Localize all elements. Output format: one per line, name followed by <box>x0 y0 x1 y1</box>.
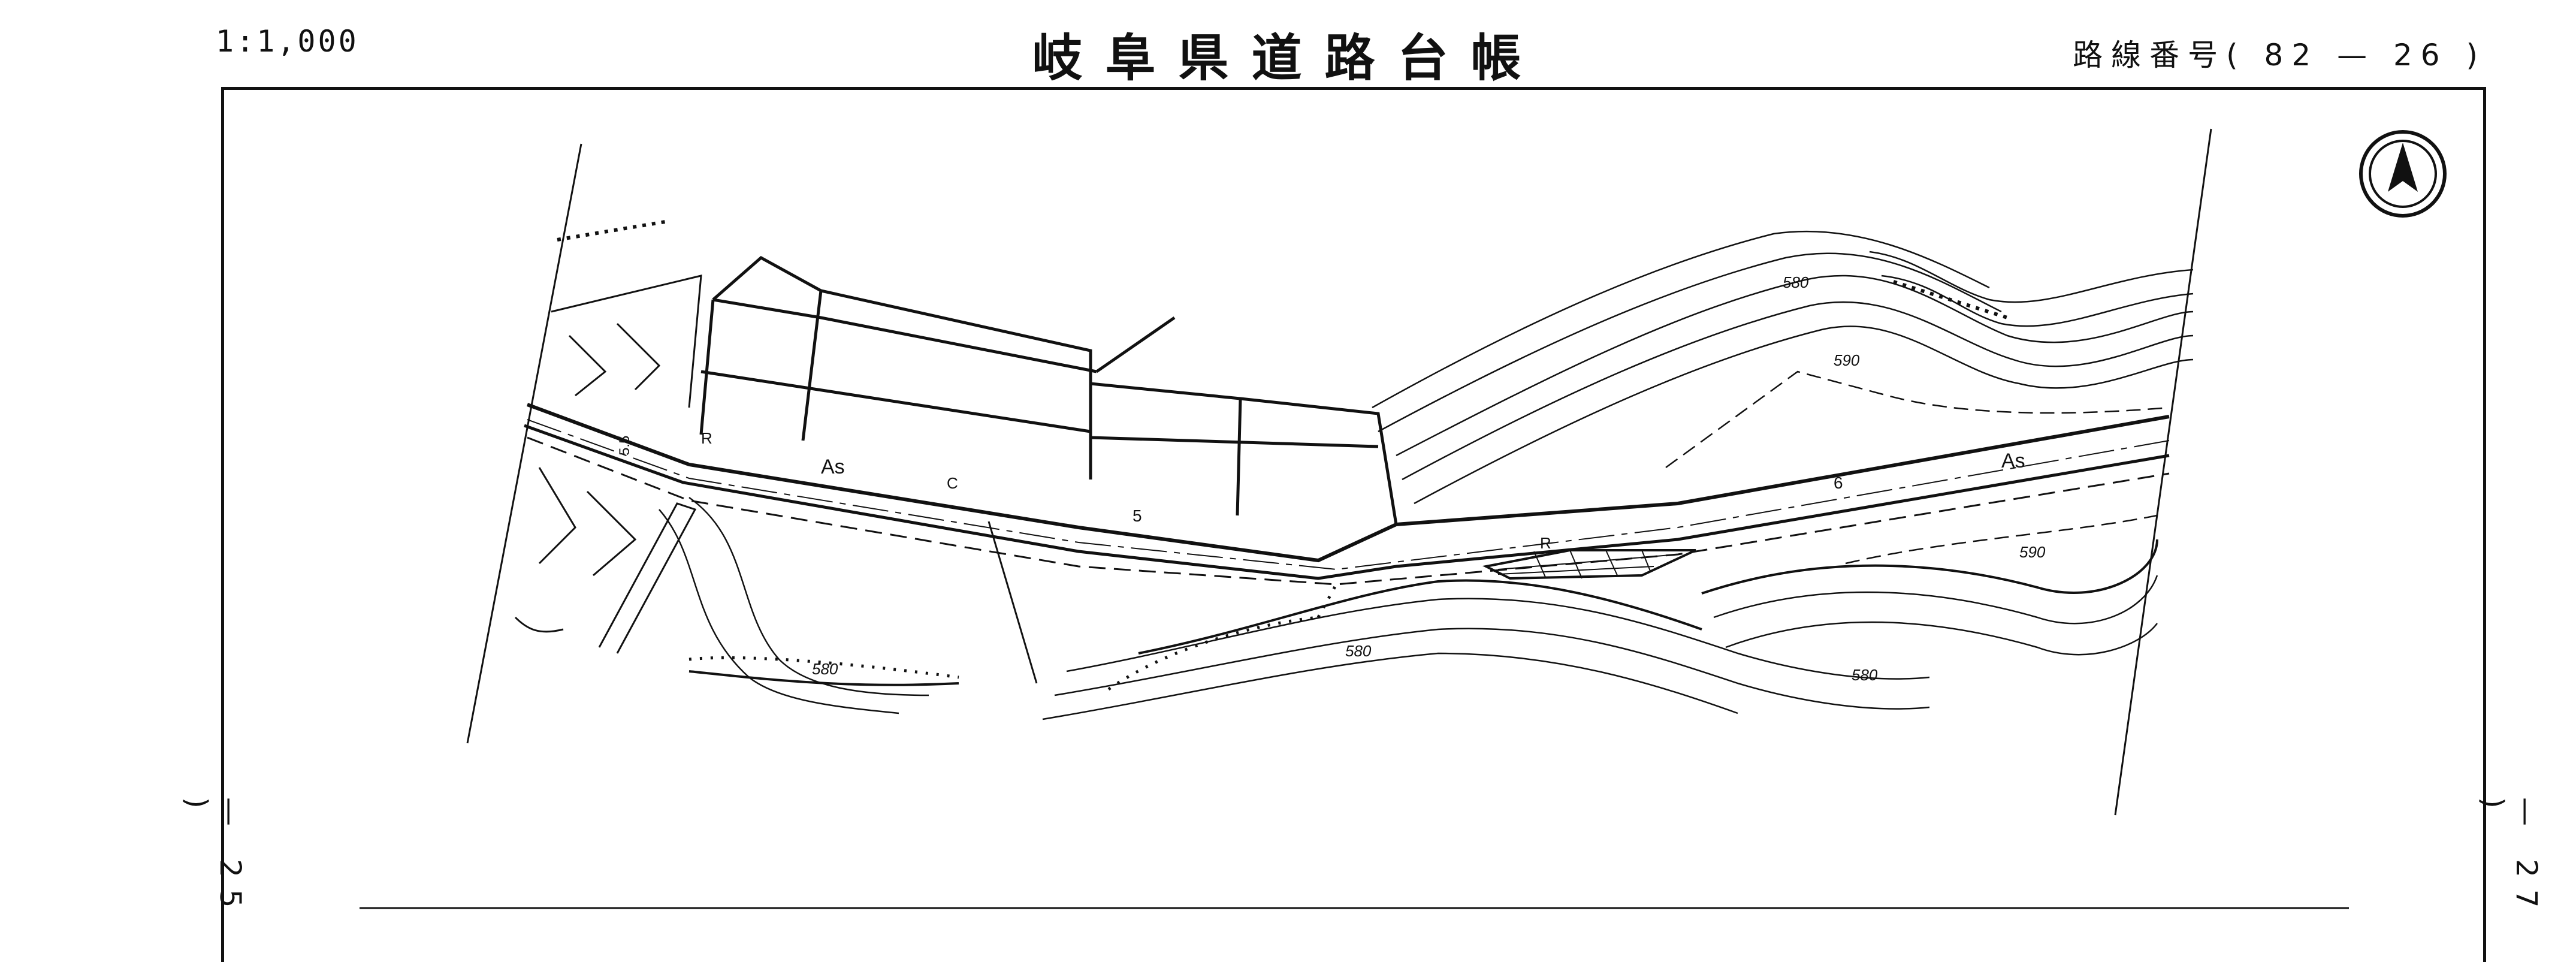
map-scale: 1:1,000 <box>216 24 359 59</box>
centerline-mark: C <box>947 474 958 492</box>
north-arrow-icon <box>2359 130 2447 218</box>
retaining-mark: R <box>1540 534 1551 552</box>
contour-label: 590 <box>2019 543 2046 561</box>
cliff-area <box>514 220 2008 684</box>
route-value: ( 82 — 26 ) <box>2226 38 2486 73</box>
surface-label: As <box>821 456 845 478</box>
contour-label: 580 <box>812 660 838 678</box>
contour-label: 590 <box>1834 351 1860 369</box>
page-title: 岐阜県道路台帳 <box>1032 29 1544 88</box>
surface-label: As <box>2001 450 2025 472</box>
retaining-mark: R <box>701 429 712 447</box>
road-width: 6 <box>1834 474 1843 492</box>
contour-label: 580 <box>1345 642 1372 660</box>
sheet-boundary-left <box>466 143 582 744</box>
contour-label: 580 <box>1852 666 1878 684</box>
road-map: As As C R R 5 6 5.5 580 590 590 580 580 … <box>360 128 2447 909</box>
contour-lines <box>659 230 2194 720</box>
retaining-wall-hatch <box>1482 549 1696 580</box>
paddy-fields <box>699 255 1398 525</box>
road-width: 5 <box>1133 506 1142 525</box>
prev-page-ref: — 25 ) <box>180 797 247 920</box>
contour-label: 580 <box>1783 273 1809 291</box>
route-label: 路線番号 <box>2073 38 2227 73</box>
route-number: 路線番号( 82 — 26 ) <box>2073 31 2486 74</box>
sheet-boundary-right <box>2114 128 2212 816</box>
map-frame <box>221 87 2486 962</box>
road <box>524 403 2170 586</box>
road-width: 5.5 <box>617 436 633 456</box>
next-page-ref: — 27 ) <box>2476 797 2543 920</box>
